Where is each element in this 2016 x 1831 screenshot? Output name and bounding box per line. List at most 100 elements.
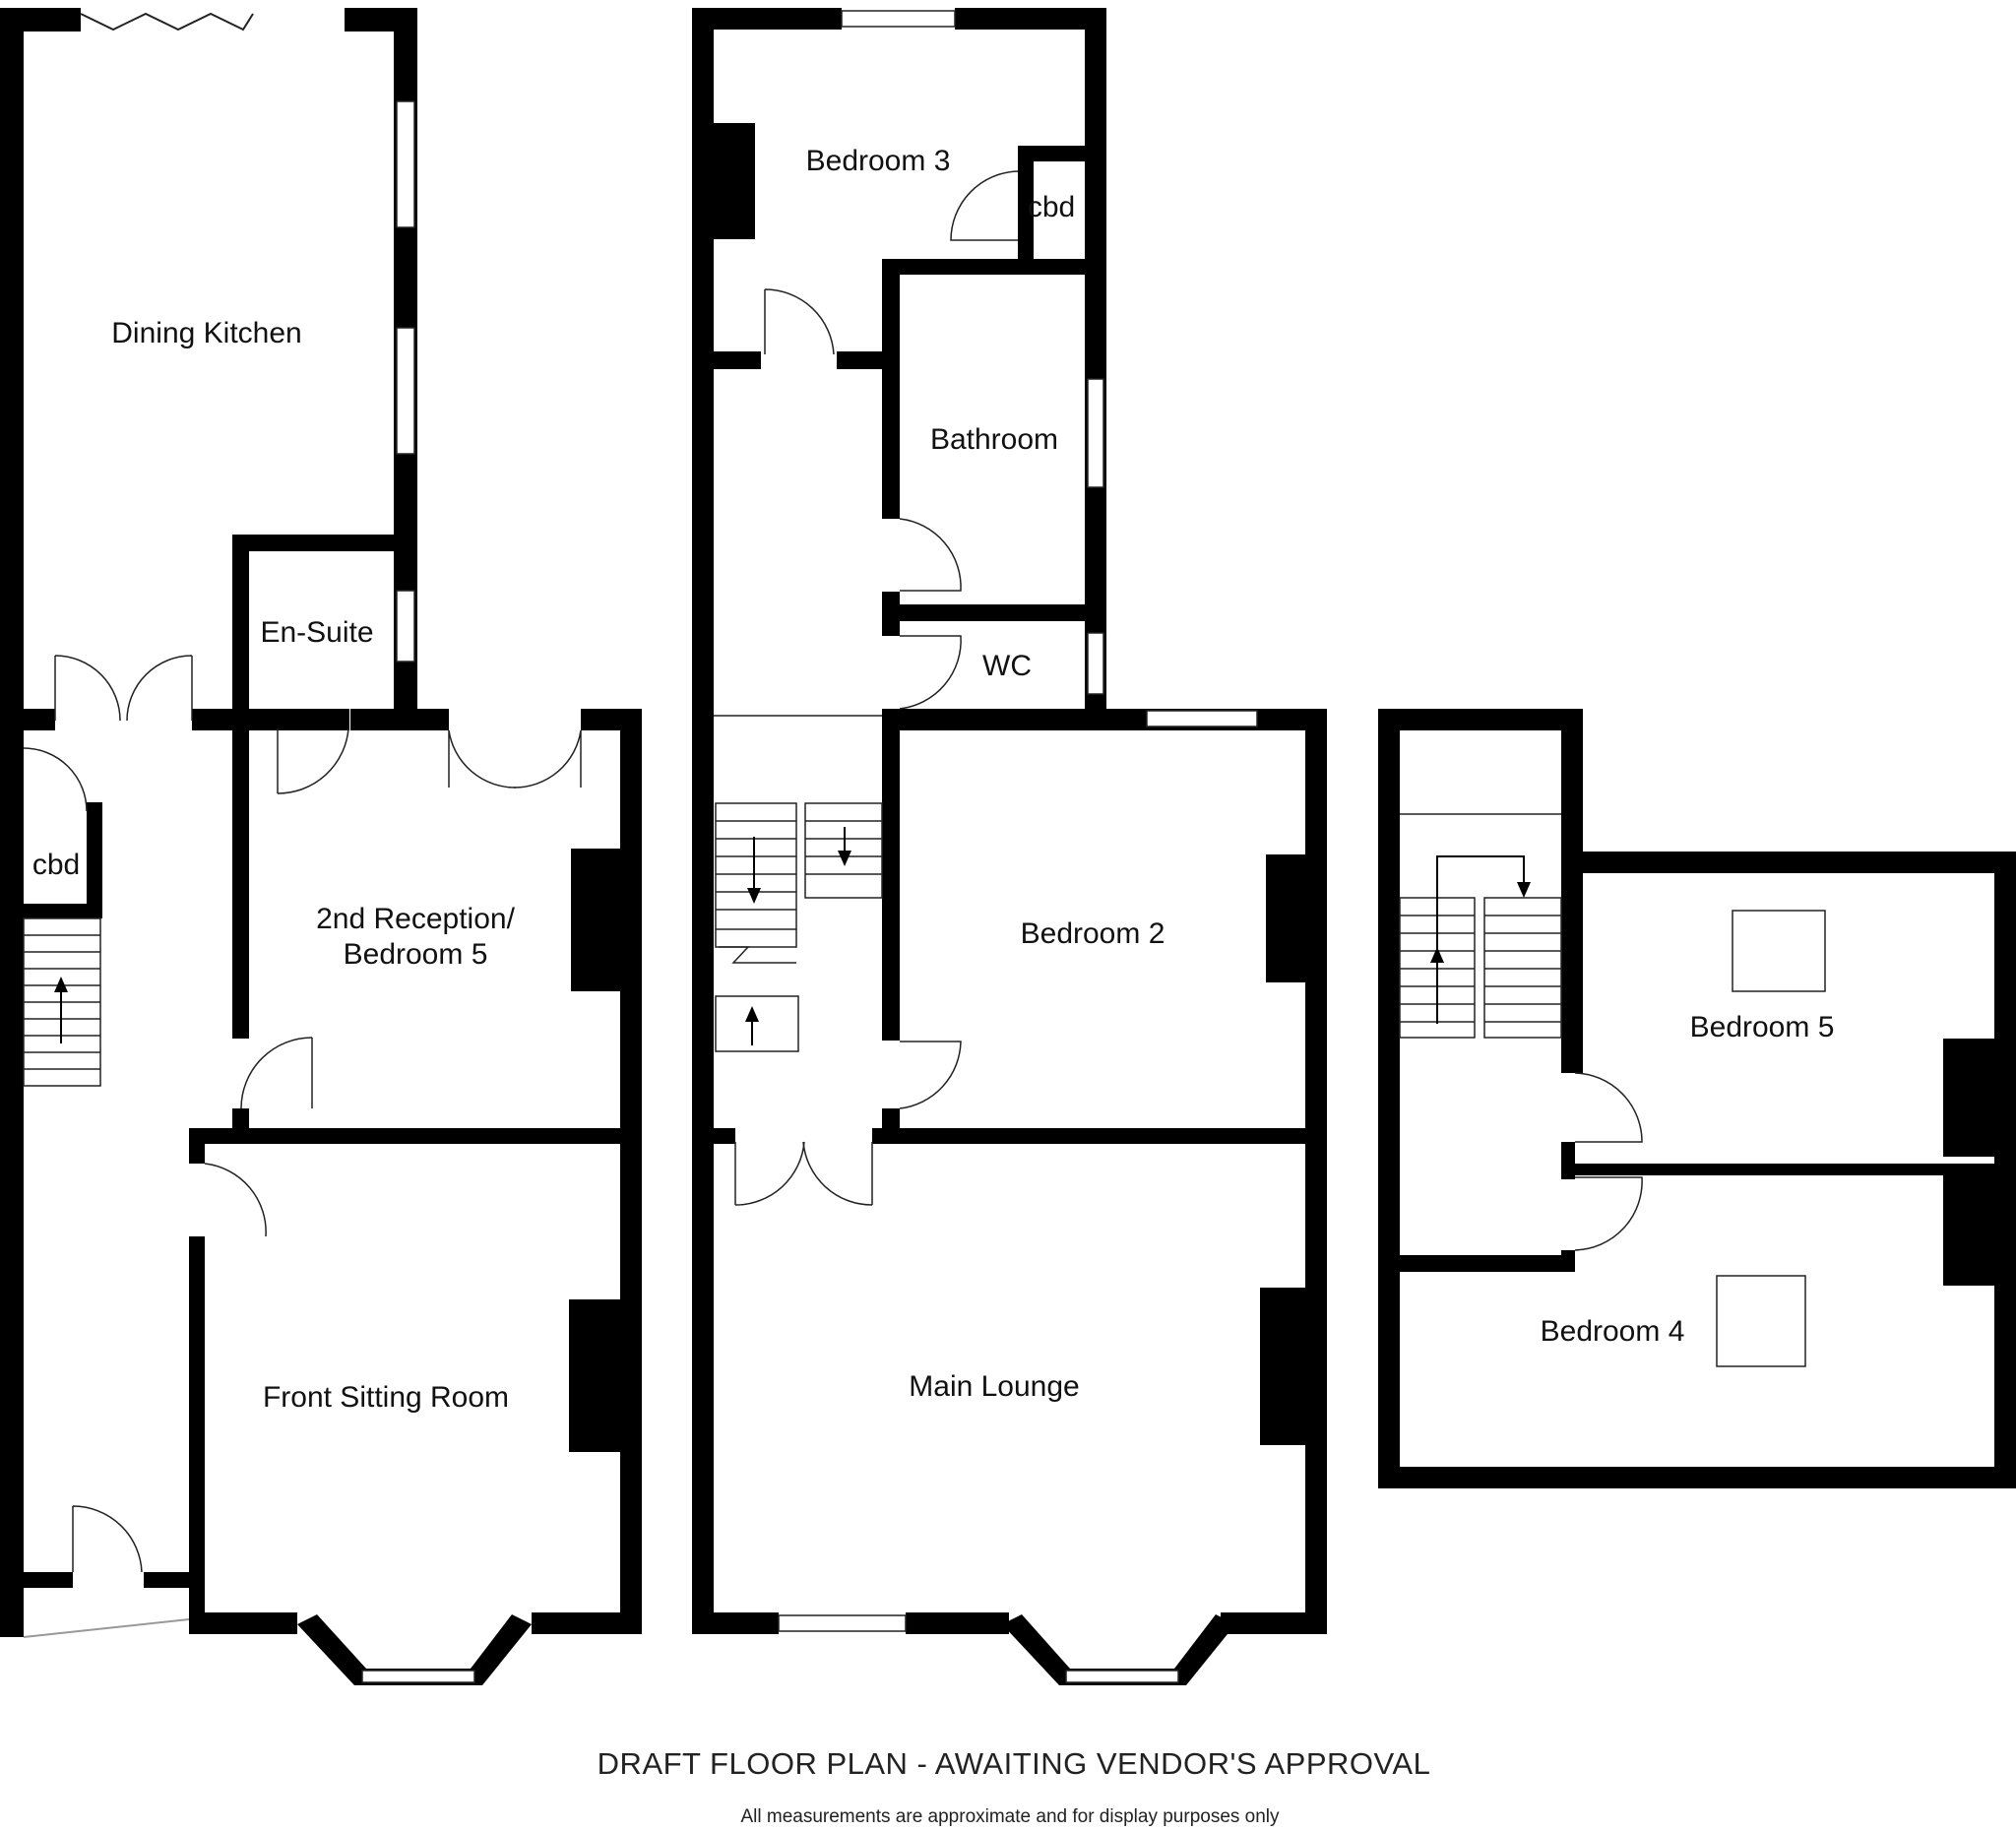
door-swing bbox=[277, 727, 349, 794]
wall bbox=[692, 1612, 779, 1634]
room-label-bedroom-2: Bedroom 2 bbox=[1021, 917, 1166, 950]
first-floor: Bedroom 3 cbd Bathroom WC Bedroom 2 Main… bbox=[692, 8, 1327, 1685]
room-label-bedroom-5-ground: Bedroom 5 bbox=[344, 938, 488, 971]
wall bbox=[1561, 709, 1583, 1073]
wall bbox=[882, 730, 900, 1041]
wall bbox=[1378, 1467, 2016, 1488]
window bbox=[396, 327, 415, 455]
wall bbox=[24, 904, 102, 918]
wall bbox=[532, 1612, 642, 1634]
wall bbox=[192, 709, 349, 730]
wall bbox=[692, 8, 842, 30]
window bbox=[396, 590, 415, 663]
wall bbox=[189, 1128, 642, 1144]
wall bbox=[882, 259, 900, 519]
door-swing bbox=[23, 747, 88, 812]
door-swing bbox=[899, 635, 962, 710]
wall bbox=[0, 8, 81, 32]
door-swing bbox=[54, 655, 121, 722]
door-swing bbox=[513, 729, 582, 789]
wall bbox=[872, 1128, 1327, 1144]
room-label-bathroom: Bathroom bbox=[930, 423, 1058, 456]
wall bbox=[350, 709, 449, 730]
chimney-breast bbox=[1260, 1288, 1305, 1445]
wall bbox=[1378, 709, 1583, 730]
window bbox=[778, 1614, 907, 1632]
window bbox=[1087, 378, 1104, 488]
wall bbox=[882, 604, 1106, 621]
wall bbox=[714, 351, 761, 369]
wall bbox=[882, 621, 900, 636]
wall bbox=[1221, 1612, 1327, 1634]
wall bbox=[882, 1108, 900, 1138]
door-swing bbox=[950, 170, 1019, 241]
wall bbox=[692, 8, 714, 1634]
door-swing bbox=[1574, 1072, 1643, 1143]
wall bbox=[232, 722, 249, 1039]
wall bbox=[1085, 8, 1106, 712]
door-swing bbox=[204, 1163, 267, 1237]
wall bbox=[1018, 146, 1087, 161]
staircase bbox=[715, 802, 883, 1052]
chimney-breast bbox=[569, 1299, 620, 1452]
bifold-door bbox=[80, 12, 254, 32]
chimney-breast bbox=[571, 849, 620, 991]
room-label-bedroom-5: Bedroom 5 bbox=[1690, 1011, 1835, 1043]
wall bbox=[189, 1128, 205, 1164]
wall bbox=[189, 1612, 297, 1634]
wall bbox=[906, 1612, 1009, 1634]
wall bbox=[882, 259, 1106, 275]
door-swing bbox=[802, 1141, 873, 1206]
window bbox=[396, 100, 415, 228]
door-swing bbox=[764, 288, 835, 355]
window bbox=[1146, 710, 1258, 727]
wall bbox=[620, 709, 642, 1634]
window bbox=[1087, 632, 1104, 695]
room-label-2nd-reception: 2nd Reception/ bbox=[316, 903, 515, 935]
bay-window bbox=[1002, 1614, 1235, 1685]
door-swing bbox=[899, 518, 962, 592]
wall bbox=[1400, 1255, 1575, 1272]
window bbox=[841, 10, 956, 28]
wall bbox=[232, 535, 249, 722]
chimney-breast bbox=[1943, 1175, 1994, 1286]
skylight bbox=[1732, 910, 1826, 992]
wall bbox=[87, 802, 102, 918]
wall bbox=[882, 709, 1327, 730]
door-swing bbox=[734, 1141, 805, 1206]
chimney-breast bbox=[1943, 1039, 1994, 1157]
door-swing bbox=[1574, 1176, 1643, 1251]
room-label-dining-kitchen: Dining Kitchen bbox=[111, 317, 301, 349]
window bbox=[1065, 1670, 1179, 1683]
wall bbox=[0, 709, 55, 730]
wall bbox=[955, 8, 1106, 30]
ground-floor: Dining Kitchen En-Suite cbd 2nd Receptio… bbox=[0, 8, 642, 1685]
room-label-front-sitting-room: Front Sitting Room bbox=[263, 1381, 509, 1414]
wall bbox=[1018, 146, 1034, 171]
door-swing bbox=[72, 1505, 143, 1573]
wall bbox=[714, 1128, 735, 1144]
wall bbox=[1305, 709, 1327, 1634]
door-swing bbox=[899, 1041, 962, 1109]
wall bbox=[0, 8, 24, 1637]
wall bbox=[1561, 852, 2016, 873]
second-floor: Bedroom 5 Bedroom 4 bbox=[1378, 709, 2016, 1488]
door-swing bbox=[240, 1037, 313, 1109]
bay-window bbox=[297, 1614, 532, 1685]
wall bbox=[232, 535, 417, 551]
wall bbox=[1994, 852, 2016, 1488]
room-label-bedroom-4: Bedroom 4 bbox=[1541, 1315, 1685, 1348]
room-label-en-suite: En-Suite bbox=[260, 616, 373, 649]
chimney-breast bbox=[714, 123, 755, 239]
wall bbox=[189, 1236, 205, 1634]
wall bbox=[232, 1108, 249, 1128]
door-swing bbox=[126, 655, 193, 722]
chimney-breast bbox=[1266, 854, 1305, 982]
wall bbox=[0, 1572, 73, 1588]
staircase bbox=[23, 917, 101, 1087]
front-boundary bbox=[23, 1618, 190, 1638]
wall bbox=[837, 351, 884, 369]
room-label-main-lounge: Main Lounge bbox=[909, 1370, 1079, 1403]
skylight bbox=[1716, 1275, 1806, 1367]
wall bbox=[1018, 146, 1034, 259]
